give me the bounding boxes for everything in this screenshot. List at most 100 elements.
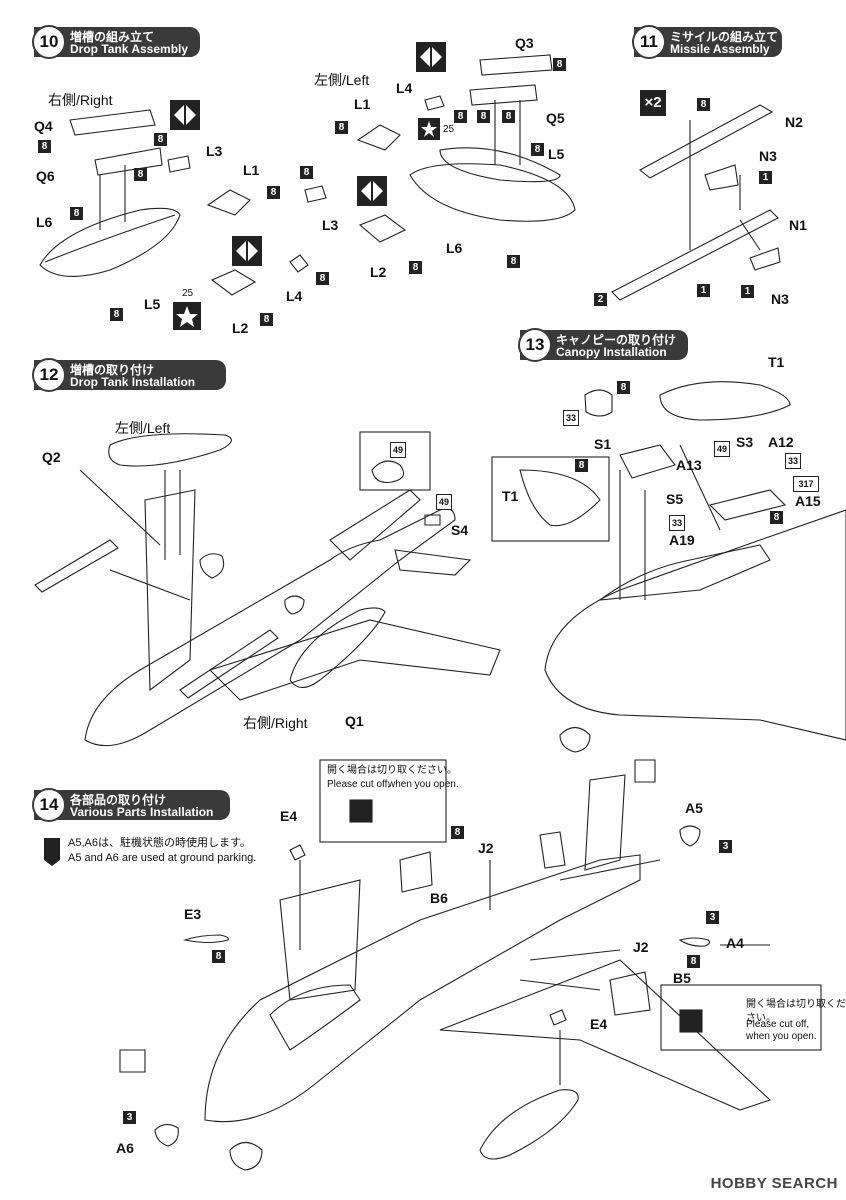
side-label-left: 左側/Left [314,72,370,88]
color-marker: 8 [477,110,490,123]
color-marker: 33 [669,515,685,531]
part-label: L1 [354,96,371,112]
part-label: L1 [243,162,260,178]
step-number: 13 [518,328,552,362]
part-label: S4 [451,522,469,538]
part-label: A12 [768,434,794,450]
part-label: B5 [673,970,691,986]
part-label: B6 [430,890,448,906]
color-marker: 49 [390,442,406,458]
cut-note-en: Please cut off, [746,1019,810,1030]
part-label: N3 [771,291,789,307]
part-label: J2 [478,840,494,856]
part-label: L5 [144,296,161,312]
color-marker: 49 [714,441,730,457]
color-marker: 8 [260,313,273,326]
color-marker: 2 [594,293,607,306]
part-label: Q3 [515,35,534,51]
part-label: Q2 [42,449,61,465]
part-label: E4 [280,808,298,824]
color-marker: 3 [719,840,732,853]
color-marker: 8 [687,955,700,968]
color-marker: 8 [531,143,544,156]
color-marker: 3 [123,1111,136,1124]
color-marker: 8 [316,272,329,285]
part-label: A15 [795,493,821,509]
cut-note-jp: 開く場合は切り取ください。 [327,765,457,776]
color-marker: 1 [697,284,710,297]
color-marker: 8 [212,950,225,963]
side-label-right: 右側/Right [48,92,113,108]
color-marker: 49 [436,494,452,510]
part-label: E4 [590,1016,608,1032]
part-label: Q6 [36,168,55,184]
part-label: N1 [789,217,807,233]
step-title-jp: 増槽の組み立て [70,30,155,44]
color-marker: 33 [785,453,801,469]
part-label: L2 [232,320,249,336]
color-marker: 3 [706,911,719,924]
parking-note-en: A5 and A6 are used at ground parking. [68,852,257,864]
quantity-badge: ×2 [640,90,666,116]
color-marker: 8 [134,168,147,181]
side-label-left: 左側/Left [115,420,171,436]
cut-note-en: when you open. [746,1031,817,1042]
color-marker: 8 [38,140,51,153]
part-label: L6 [446,240,463,256]
cut-note-en: Please cut off, [327,779,391,790]
color-marker: 317 [793,476,819,492]
part-label: A5 [685,800,703,816]
part-label: Q4 [34,118,53,134]
step-title-jp: キャノピーの取り付け [556,333,677,347]
part-label: A13 [676,457,702,473]
color-marker: 8 [70,207,83,220]
color-marker: 8 [267,186,280,199]
part-label: S5 [666,491,684,507]
step-title-jp: 増槽の取り付け [70,363,155,377]
part-label: L5 [548,146,565,162]
decal-number: 25 [182,288,194,299]
part-label: N3 [759,148,777,164]
step-10-header: 10 増槽の組み立て Drop Tank Assembly [32,25,200,59]
step-title-en: Drop Tank Assembly [70,42,189,56]
part-label: L4 [286,288,303,304]
step-14-header: 14 各部品の取り付け Various Parts Installation [32,788,230,822]
color-marker: 8 [502,110,515,123]
part-label: L4 [396,80,413,96]
step-number: 10 [32,25,66,59]
step-12-header: 12 増槽の取り付け Drop Tank Installation [32,358,226,392]
part-label: L2 [370,264,387,280]
part-label: S1 [594,436,612,452]
color-marker: 8 [575,459,588,472]
parking-note-jp: A5,A6は、駐機状態の時使用します。 [68,837,251,849]
part-label: A4 [726,935,744,951]
color-marker: 1 [741,285,754,298]
step-title-en: Various Parts Installation [70,805,214,819]
step-number: 14 [32,788,66,822]
part-label: L3 [206,143,223,159]
part-label: T1 [502,488,519,504]
step-title-en: Missile Assembly [670,42,770,56]
cut-note-jp: 開く場合は切り取ください。 [746,999,846,1024]
color-marker: 8 [451,826,464,839]
part-label: L3 [322,217,339,233]
side-label-right: 右側/Right [243,715,308,731]
part-label: Q1 [345,713,364,729]
color-marker: 8 [409,261,422,274]
step-title-en: Drop Tank Installation [70,375,196,389]
color-marker: 8 [154,133,167,146]
part-label: T1 [768,354,785,370]
part-label: J2 [633,939,649,955]
part-label: S3 [736,434,754,450]
color-marker: 8 [507,255,520,268]
step-13-header: 13 キャノピーの取り付け Canopy Installation [518,328,688,362]
part-label: Q5 [546,110,565,126]
cut-note-en: when you open. [388,779,459,790]
part-label: A6 [116,1140,134,1156]
step-number: 12 [32,358,66,392]
color-marker: 8 [110,308,123,321]
step-title-jp: ミサイルの組み立て [670,30,779,44]
color-marker: 8 [553,58,566,71]
part-label: N2 [785,114,803,130]
